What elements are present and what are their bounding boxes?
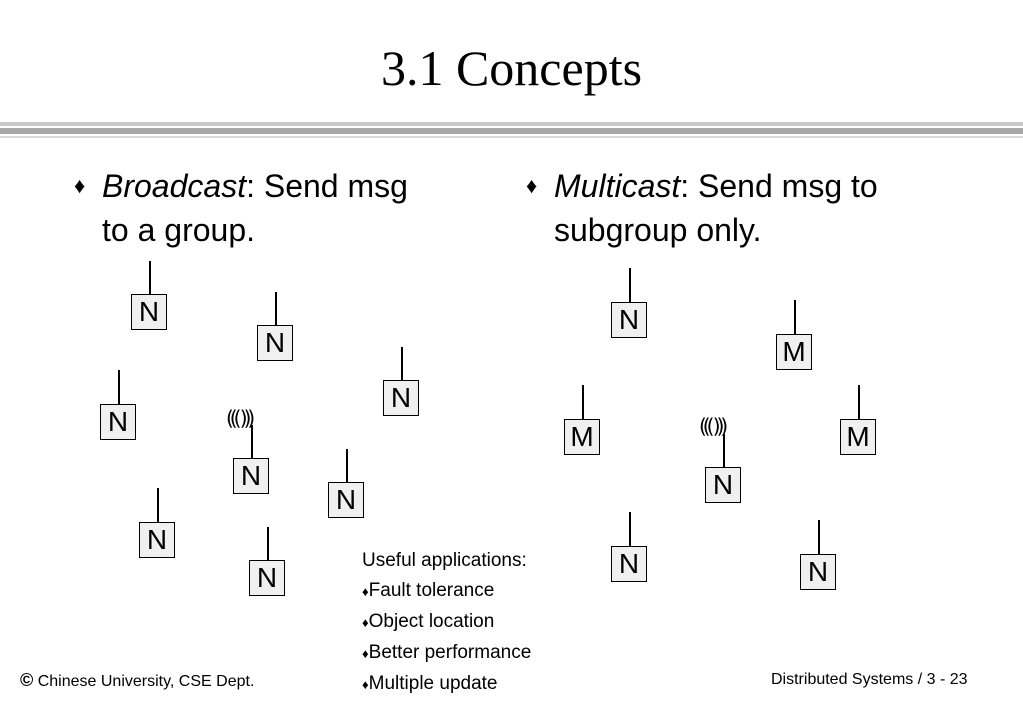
multicast-node: N	[800, 554, 836, 590]
broadcast-desc-1: : Send msg	[246, 168, 408, 204]
broadcast-sender-node: N	[233, 458, 269, 494]
diamond-bullet-icon: ♦	[362, 584, 369, 599]
application-item: ♦Object location	[362, 611, 495, 632]
diamond-bullet-icon: ♦	[362, 646, 369, 661]
broadcast-node: N	[249, 560, 285, 596]
multicast-desc-1: : Send msg to	[680, 168, 878, 204]
broadcast-node: N	[131, 294, 167, 330]
broadcast-node: N	[139, 522, 175, 558]
copyright-icon: ©	[20, 670, 34, 690]
multicast-member-node: M	[840, 419, 876, 455]
footer-institution: Chinese University, CSE Dept.	[37, 673, 255, 690]
multicast-node: N	[611, 302, 647, 338]
bullet-multicast: ♦ Multicast: Send msg to subgroup only.	[526, 164, 878, 252]
broadcast-node: N	[328, 482, 364, 518]
applications-heading: Useful applications:	[362, 550, 527, 571]
multicast-member-node: M	[564, 419, 600, 455]
bullet-broadcast: ♦ Broadcast: Send msg to a group.	[74, 164, 408, 252]
diamond-bullet-icon: ♦	[362, 615, 369, 630]
diamond-bullet-icon: ♦	[526, 173, 538, 198]
broadcast-antenna-icon: ((( )))	[226, 406, 255, 430]
footer-right: Distributed Systems / 3 - 23	[771, 671, 968, 688]
term-broadcast: Broadcast	[102, 168, 247, 204]
multicast-desc-2: subgroup only.	[554, 212, 762, 248]
term-multicast: Multicast	[554, 168, 681, 204]
footer-left: © Chinese University, CSE Dept.	[20, 668, 254, 694]
diamond-bullet-icon: ♦	[362, 677, 369, 692]
multicast-node: N	[611, 546, 647, 582]
applications-list: Useful applications: ♦Fault tolerance ♦O…	[362, 546, 531, 700]
application-item: ♦Better performance	[362, 642, 532, 663]
broadcast-node: N	[383, 380, 419, 416]
application-item: ♦Multiple update	[362, 673, 498, 694]
diamond-bullet-icon: ♦	[74, 173, 86, 198]
broadcast-node: N	[100, 404, 136, 440]
multicast-antenna-icon: ((( )))	[699, 414, 728, 438]
broadcast-desc-2: to a group.	[102, 212, 255, 248]
application-item: ♦Fault tolerance	[362, 580, 495, 601]
broadcast-node: N	[257, 325, 293, 361]
multicast-sender-node: N	[705, 467, 741, 503]
slide-title: 3.1 Concepts	[380, 40, 643, 96]
multicast-member-node: M	[776, 334, 812, 370]
